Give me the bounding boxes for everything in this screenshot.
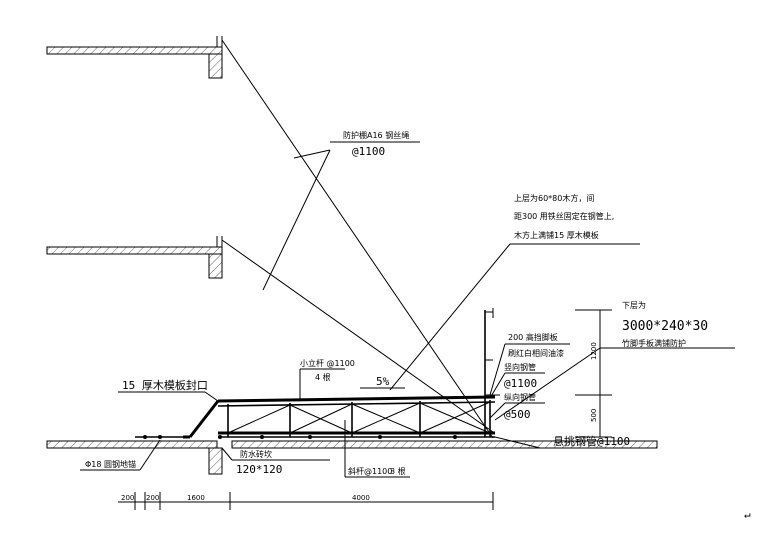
floor-slab-top [46,36,223,79]
leader-lines [80,141,735,478]
slope-label: 5% [376,375,390,388]
diagonal-count-label: 3 根 [390,466,406,476]
guard-net-spacing: @1100 [352,145,385,158]
floor-slab-ground [46,440,658,475]
waterproof-curb-label: 防水砖坎 [240,449,272,459]
right-dim-upper: 1200 [590,342,598,360]
lower-layer-size: 3000*240*30 [622,319,708,334]
dim-4000: 4000 [352,494,370,502]
rail-height-label: 200 高挡脚板 [508,332,558,342]
upper-layer-line-3: 木方上满铺15 厚木模板 [514,230,599,240]
diagonal-brace-label: 斜杆@1100 [348,466,392,476]
upper-layer-line-1: 上层为60*80木方，间 [514,193,594,203]
cantilever-beam-label: 悬挑钢管@1100 [553,434,630,448]
right-dim-lower: 500 [590,409,598,422]
small-post-count: 4 根 [315,372,331,382]
round-bar-label: Φ18 圆钢地锚 [85,459,136,469]
longitudinal-pipe-spacing: @500 [504,408,531,421]
bottom-dimension-chain [118,492,494,510]
dim-1600: 1600 [187,494,205,502]
guard-net-label: 防护棚A16 钢丝绳 [343,130,409,140]
steel-wire-ropes [221,39,494,439]
rail-paint-label: 刷红白相间油漆 [508,348,564,358]
upper-layer-line-2: 距300 用铁丝固定在钢管上, [514,211,614,221]
dim-200-b: 200 [146,494,159,502]
floor-slab-middle [46,236,223,279]
longitudinal-pipe-label: 纵向钢管 [504,392,536,402]
lower-layer-desc: 竹脚手板满铺防护 [622,338,686,348]
vertical-pipe-spacing: @1100 [504,377,537,390]
right-dimension-chain [575,309,612,438]
curb-size-label: 120*120 [236,463,282,476]
dim-200-a: 200 [121,494,134,502]
small-post-label: 小立杆 @1100 [300,358,355,368]
lower-layer-title: 下层为 [622,300,646,310]
plank-edge-label: 15 厚木模板封口 [122,378,208,392]
platform-structure [135,308,500,439]
vertical-pipe-label: 竖向钢管 [504,362,536,372]
return-mark: ↵ [744,508,751,521]
